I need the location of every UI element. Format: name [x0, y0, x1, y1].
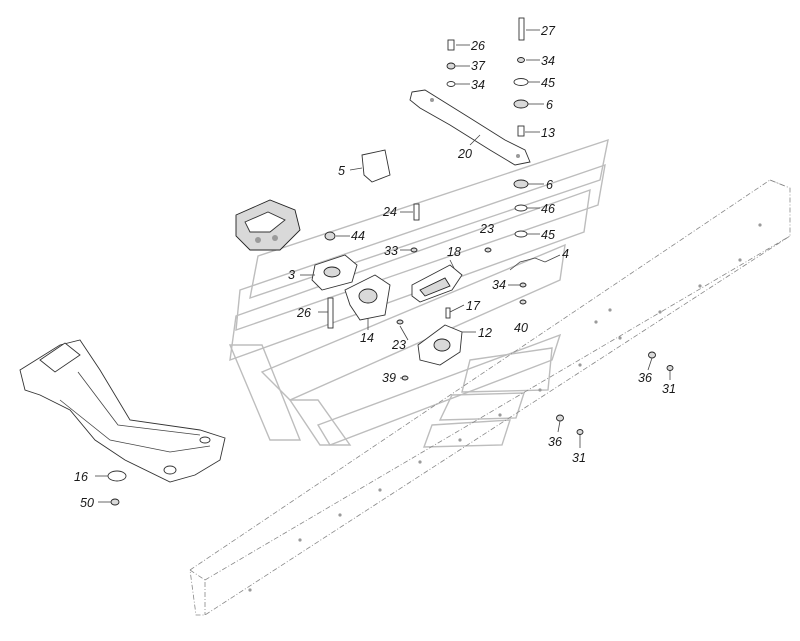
bolt-26 — [447, 39, 455, 51]
hose-4 — [509, 257, 546, 271]
callout-26-mid: 26 — [296, 306, 311, 320]
callout-36-lower: 36 — [548, 435, 562, 449]
callout-31-right: 31 — [662, 382, 676, 396]
bracket-14 — [344, 274, 391, 321]
valve-block — [235, 199, 301, 251]
callout-5: 5 — [338, 164, 345, 178]
callout-37: 37 — [471, 59, 486, 73]
nut-34c — [519, 282, 527, 288]
bracket-12 — [417, 324, 463, 366]
nut-50 — [110, 498, 120, 506]
bracket-5 — [361, 149, 391, 183]
bolt-17 — [445, 307, 451, 319]
washer-34a — [446, 81, 456, 87]
callout-13: 13 — [541, 126, 555, 140]
bracket-18 — [411, 264, 463, 303]
callout-3: 3 — [288, 268, 295, 282]
watermark-logo — [228, 138, 609, 448]
callout-6-top: 6 — [546, 98, 553, 112]
callout-26-top: 26 — [470, 39, 485, 53]
washer-16 — [107, 470, 127, 482]
bolt-28 — [327, 297, 334, 329]
nut-44 — [324, 231, 336, 241]
callout-50: 50 — [80, 496, 94, 510]
callout-labels: 26 27 37 34 34 45 6 13 20 5 6 46 24 23 4… — [74, 24, 676, 510]
bolt-24 — [413, 203, 420, 221]
callout-45-lower: 45 — [541, 228, 555, 242]
callout-14: 14 — [360, 331, 374, 345]
bushing-6a — [513, 99, 529, 109]
leader-lines — [95, 29, 671, 503]
callout-34-right: 34 — [541, 54, 555, 68]
cross-member — [19, 339, 226, 483]
callout-23-lower: 23 — [391, 338, 406, 352]
callout-34-left: 34 — [471, 78, 485, 92]
nut-23a — [484, 247, 492, 253]
callout-20: 20 — [457, 147, 472, 161]
upper-bracket-20 — [409, 89, 531, 166]
washer-45b — [514, 230, 528, 238]
washer-46 — [514, 204, 528, 212]
callout-27: 27 — [540, 24, 556, 38]
nut-34b — [517, 57, 525, 63]
bolt-27 — [518, 17, 525, 41]
nut-31b — [576, 429, 584, 435]
callout-40: 40 — [514, 321, 528, 335]
nut-37 — [446, 62, 456, 70]
callout-4: 4 — [562, 247, 569, 261]
mount-3 — [311, 254, 358, 291]
callout-36-right: 36 — [638, 371, 652, 385]
callout-39: 39 — [382, 371, 396, 385]
callout-6-lower: 6 — [546, 178, 553, 192]
nut-36a — [648, 351, 656, 359]
callout-33: 33 — [384, 244, 398, 258]
callout-18: 18 — [447, 245, 461, 259]
callout-34-mid: 34 — [492, 278, 506, 292]
callout-17: 17 — [466, 299, 481, 313]
callout-44: 44 — [351, 229, 365, 243]
nut-31a — [666, 365, 674, 371]
callout-31-lower: 31 — [572, 451, 586, 465]
callout-16: 16 — [74, 470, 88, 484]
callout-46: 46 — [541, 202, 555, 216]
callout-12: 12 — [478, 326, 492, 340]
sleeve-13 — [517, 125, 525, 137]
callout-45-top: 45 — [541, 76, 555, 90]
callout-24: 24 — [382, 205, 397, 219]
nut-36b — [556, 414, 564, 422]
nut-33 — [410, 247, 418, 253]
callout-23-upper: 23 — [479, 222, 494, 236]
nut-40 — [519, 299, 527, 305]
nut-23b — [396, 319, 404, 325]
bushing-6b — [513, 179, 529, 189]
frame-rail — [189, 179, 791, 616]
washer-45a — [513, 78, 529, 86]
